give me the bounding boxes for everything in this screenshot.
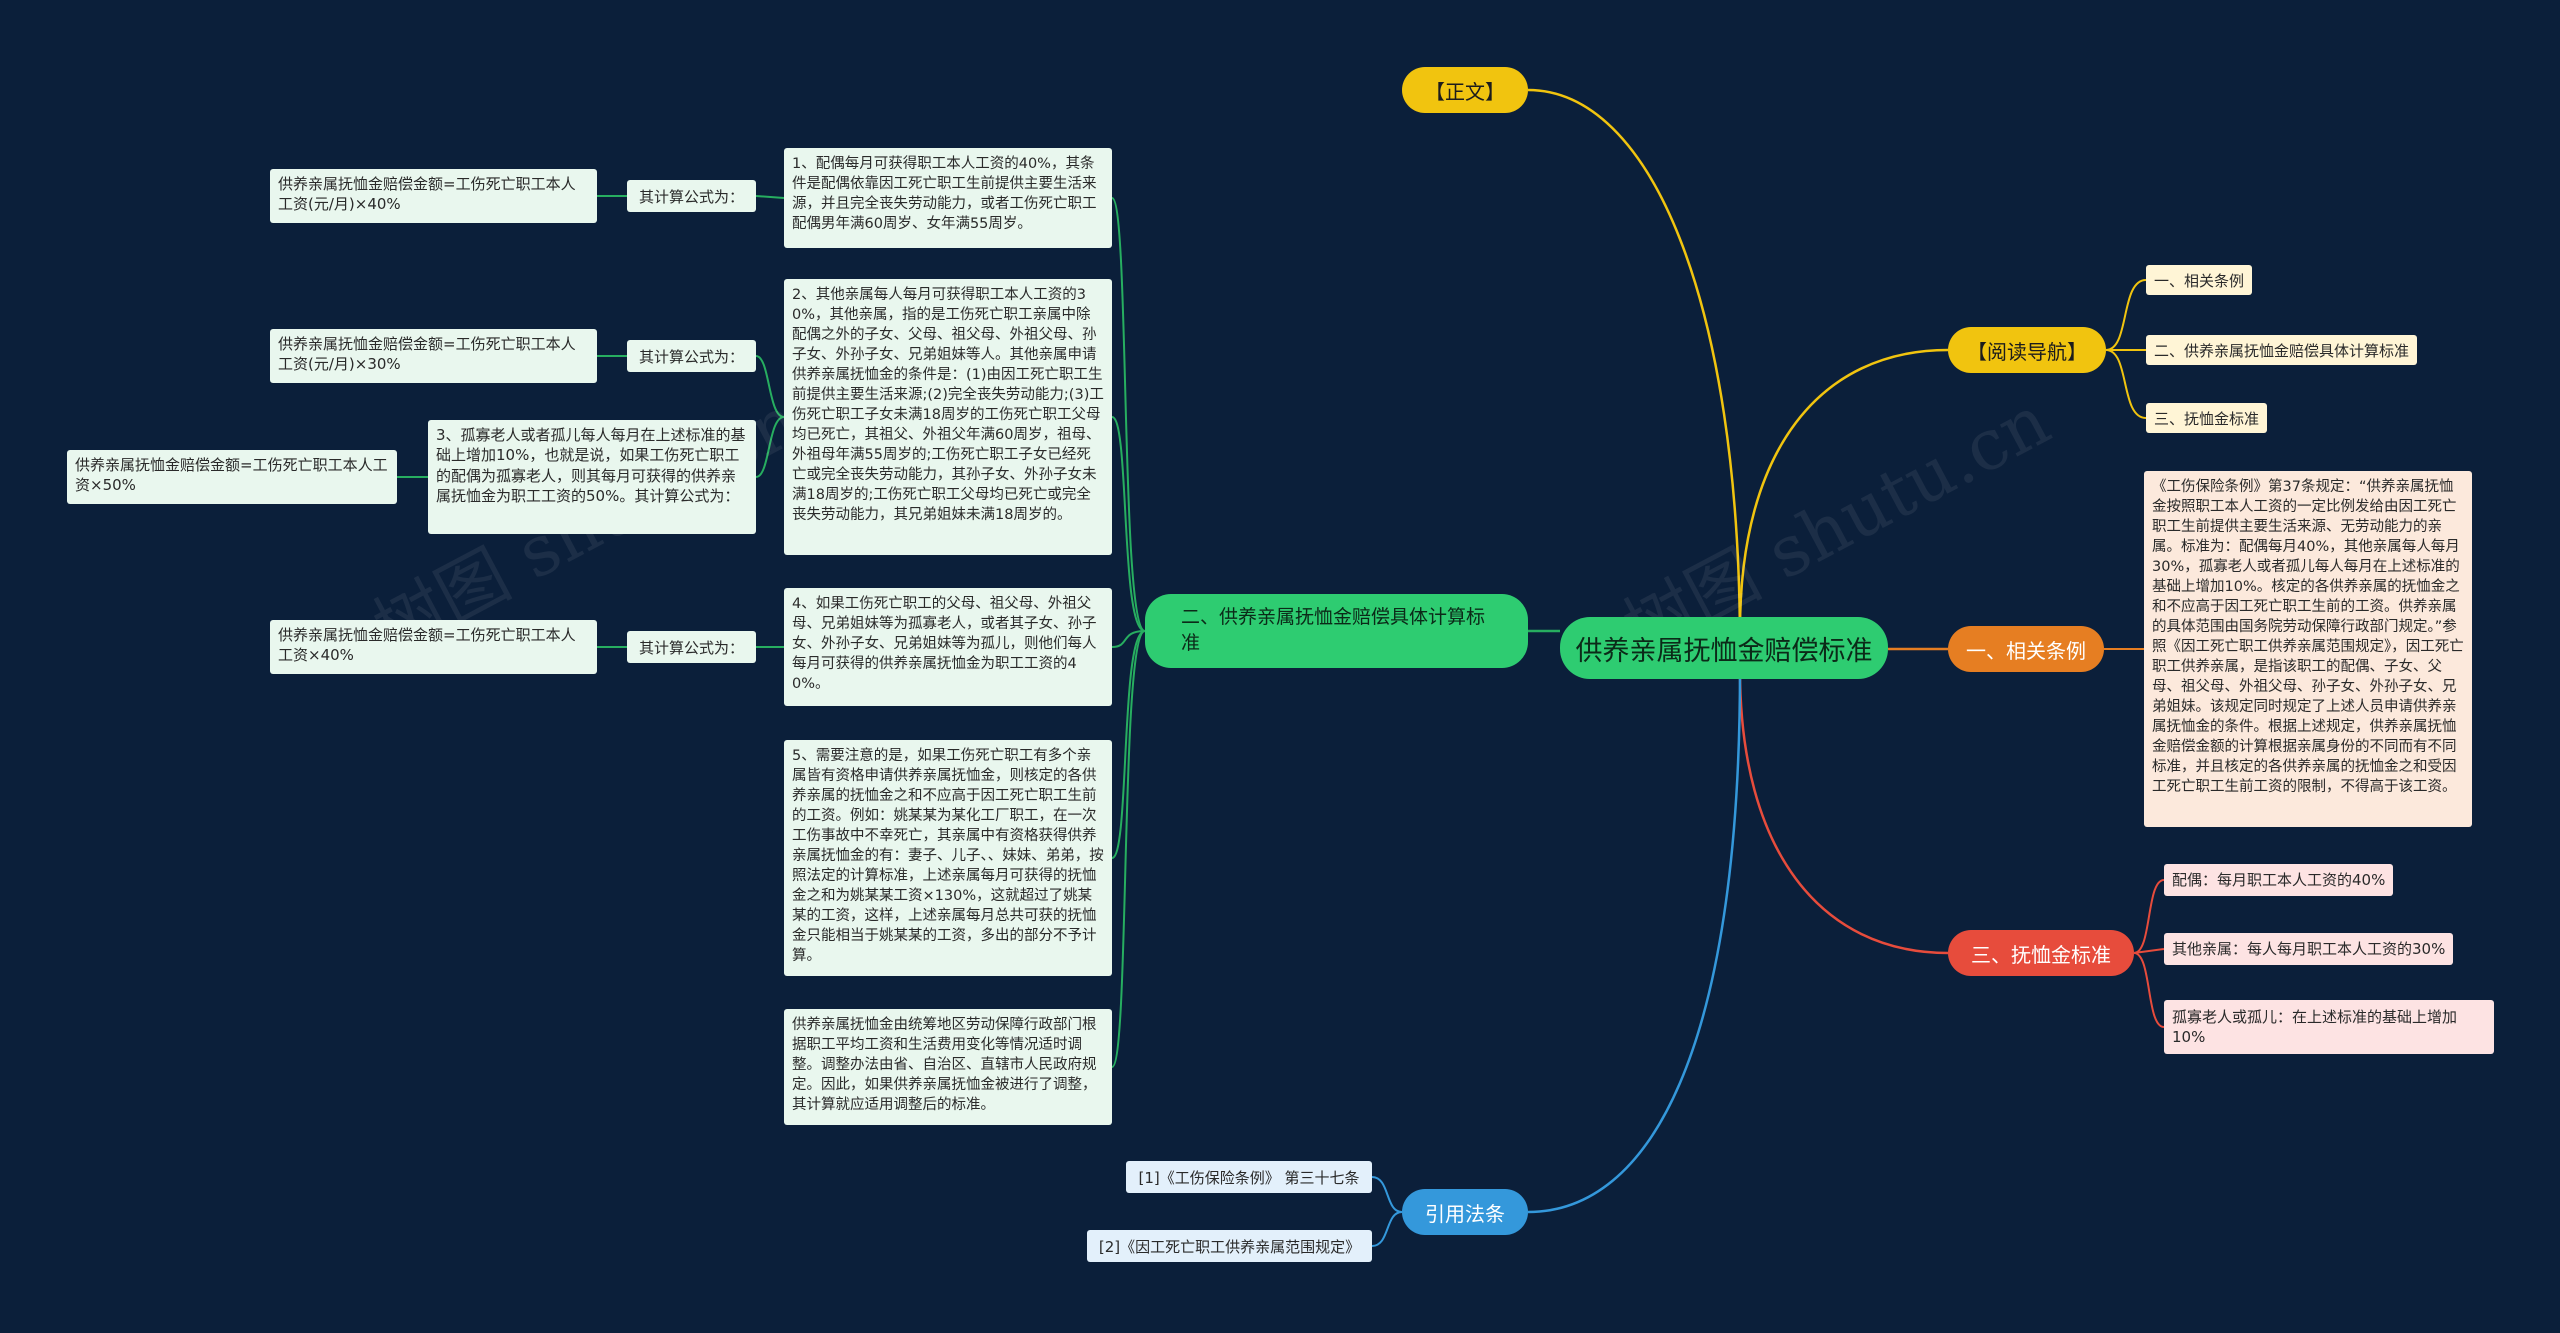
edge-item2-label (755, 355, 785, 418)
formula-text: 供养亲属抚恤金赔偿金额=工伤死亡职工本人工资×50% (75, 456, 388, 495)
formula-text: 供养亲属抚恤金赔偿金额=工伤死亡职工本人工资(元/月)×40% (278, 175, 576, 214)
edge-item2-item3 (755, 416, 785, 478)
formula-label: 其计算公式为： (627, 180, 756, 212)
formula-box: 供养亲属抚恤金赔偿金额=工伤死亡职工本人工资×50% (67, 450, 397, 504)
formula-label: 其计算公式为： (627, 340, 756, 372)
edge-root-zhengwen (1527, 88, 1742, 649)
branch-laws-label: 引用法条 (1425, 1201, 1505, 1226)
calc-item: 2、其他亲属每人每月可获得职工本人工资的30%，其他亲属，指的是工伤死亡职工亲属… (784, 279, 1112, 555)
edge-calc-item4 (1111, 630, 1146, 648)
root-label: 供养亲属抚恤金赔偿标准 (1575, 635, 1873, 667)
nav-item[interactable]: 一、相关条例 (2146, 265, 2253, 295)
law-item-label: [1]《工伤保险条例》 第三十七条 (1138, 1168, 1360, 1187)
formula-label-text: 其计算公式为： (638, 347, 744, 366)
edge-standard-item3 (2133, 952, 2165, 1028)
calc-item-text: 4、如果工伤死亡职工的父母、祖父母、外祖父母、兄弟姐妹等为孤寡老人，或者其子女、… (792, 596, 1097, 692)
formula-label-text: 其计算公式为： (638, 638, 744, 657)
calc-item-text: 5、需要注意的是，如果工伤死亡职工有多个亲属皆有资格申请供养亲属抚恤金，则核定的… (792, 748, 1104, 964)
formula-box: 供养亲属抚恤金赔偿金额=工伤死亡职工本人工资(元/月)×40% (270, 169, 597, 223)
standard-item-label: 配偶：每月职工本人工资的40% (2172, 870, 2386, 889)
law-item-label: [2]《因工死亡职工供养亲属范围规定》 (1098, 1237, 1361, 1256)
standard-item[interactable]: 孤寡老人或孤儿：在上述标准的基础上增加10% (2164, 1000, 2494, 1054)
law-item[interactable]: [2]《因工死亡职工供养亲属范围规定》 (1087, 1230, 1372, 1262)
edge-laws-item2 (1371, 1211, 1403, 1247)
branch-laws[interactable]: 引用法条 (1402, 1189, 1528, 1235)
nav-item-label: 二、供养亲属抚恤金赔偿具体计算标准 (2154, 341, 2410, 360)
edge-nav-item1 (2105, 279, 2147, 351)
root-node[interactable]: 供养亲属抚恤金赔偿标准 (1560, 617, 1888, 679)
calc-item: 4、如果工伤死亡职工的父母、祖父母、外祖父母、兄弟姐妹等为孤寡老人，或者其子女、… (784, 588, 1112, 706)
standard-item-label: 孤寡老人或孤儿：在上述标准的基础上增加10% (2172, 1007, 2458, 1046)
branch-nav-label: 【阅读导航】 (1967, 339, 2087, 364)
formula-text: 供养亲属抚恤金赔偿金额=工伤死亡职工本人工资(元/月)×30% (278, 335, 576, 374)
formula-text: 供养亲属抚恤金赔偿金额=工伤死亡职工本人工资×40% (278, 626, 576, 665)
branch-calc-label: 二、供养亲属抚恤金赔偿具体计算标准 (1181, 606, 1486, 654)
branch-zhengwen-label: 【正文】 (1425, 79, 1505, 104)
edge-calc-item1 (1111, 197, 1146, 632)
calc-item-3: 3、孤寡老人或者孤儿每人每月在上述标准的基础上增加10%，也就是说，如果工伤死亡… (428, 420, 756, 534)
formula-label-text: 其计算公式为： (638, 187, 744, 206)
related-text: 《工伤保险条例》第37条规定：“供养亲属抚恤金按照职工本人工资的一定比例发给由因… (2152, 479, 2464, 795)
branch-related[interactable]: 一、相关条例 (1948, 626, 2104, 672)
formula-label: 其计算公式为： (627, 631, 756, 663)
branch-calc[interactable]: 二、供养亲属抚恤金赔偿具体计算标准 (1145, 594, 1528, 668)
branch-zhengwen[interactable]: 【正文】 (1402, 67, 1528, 113)
edge-calc-item2 (1111, 416, 1146, 632)
standard-item[interactable]: 其他亲属：每人每月职工本人工资的30% (2164, 933, 2454, 965)
branch-related-label: 一、相关条例 (1966, 638, 2086, 663)
formula-box: 供养亲属抚恤金赔偿金额=工伤死亡职工本人工资(元/月)×30% (270, 329, 597, 383)
nav-item-label: 三、抚恤金标准 (2154, 409, 2260, 428)
standard-item-label: 其他亲属：每人每月职工本人工资的30% (2172, 939, 2446, 958)
edge-root-standard (1738, 669, 1949, 955)
calc-item: 供养亲属抚恤金由统筹地区劳动保障行政部门根据职工平均工资和生活费用变化等情况适时… (784, 1009, 1112, 1125)
edge-standard-item2 (2133, 948, 2165, 954)
standard-item[interactable]: 配偶：每月职工本人工资的40% (2164, 864, 2394, 896)
nav-item[interactable]: 三、抚恤金标准 (2146, 403, 2268, 433)
calc-item: 1、配偶每月可获得职工本人工资的40%，其条件是配偶依靠因工死亡职工生前提供主要… (784, 148, 1112, 248)
edge-laws-item1 (1371, 1176, 1403, 1213)
edge-item1-label (755, 195, 785, 199)
edge-calc-item5 (1111, 630, 1146, 859)
nav-item[interactable]: 二、供养亲属抚恤金赔偿具体计算标准 (2146, 335, 2418, 365)
nav-item-label: 一、相关条例 (2154, 271, 2245, 290)
edge-root-laws (1527, 669, 1742, 1214)
calc-item-3-text: 3、孤寡老人或者孤儿每人每月在上述标准的基础上增加10%，也就是说，如果工伤死亡… (436, 426, 746, 505)
edge-calc-item6 (1111, 630, 1146, 1068)
law-item[interactable]: [1]《工伤保险条例》 第三十七条 (1126, 1161, 1372, 1193)
calc-item-text: 2、其他亲属每人每月可获得职工本人工资的30%，其他亲属，指的是工伤死亡职工亲属… (792, 287, 1104, 523)
edge-nav-item3 (2105, 349, 2147, 419)
formula-box: 供养亲属抚恤金赔偿金额=工伤死亡职工本人工资×40% (270, 620, 597, 674)
calc-item: 5、需要注意的是，如果工伤死亡职工有多个亲属皆有资格申请供养亲属抚恤金，则核定的… (784, 740, 1112, 976)
branch-standard-label: 三、抚恤金标准 (1971, 942, 2111, 967)
edge-standard-item1 (2133, 879, 2165, 954)
branch-standard[interactable]: 三、抚恤金标准 (1948, 930, 2134, 976)
calc-item-text: 供养亲属抚恤金由统筹地区劳动保障行政部门根据职工平均工资和生活费用变化等情况适时… (792, 1017, 1097, 1113)
calc-item-text: 1、配偶每月可获得职工本人工资的40%，其条件是配偶依靠因工死亡职工生前提供主要… (792, 156, 1097, 232)
related-text-box: 《工伤保险条例》第37条规定：“供养亲属抚恤金按照职工本人工资的一定比例发给由因… (2144, 471, 2472, 827)
branch-nav[interactable]: 【阅读导航】 (1948, 327, 2106, 373)
edge-root-nav (1738, 348, 1949, 631)
